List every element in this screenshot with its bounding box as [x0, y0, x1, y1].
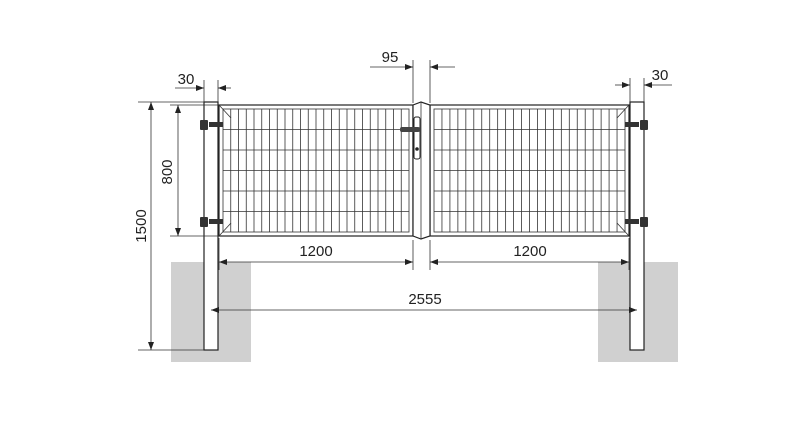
- svg-text:30: 30: [652, 67, 669, 84]
- svg-text:30: 30: [178, 71, 195, 88]
- hinge-icon: [200, 120, 648, 227]
- dimension-center-gap: 95: [370, 49, 455, 103]
- gate-leaf-left: [218, 104, 414, 237]
- dimension-post-width-left: 30: [175, 71, 231, 102]
- dimension-post-width-right: 30: [615, 67, 672, 102]
- dimension-total-height: 1500: [133, 101, 204, 351]
- svg-text:95: 95: [382, 49, 399, 66]
- svg-text:1500: 1500: [133, 209, 150, 242]
- dimension-total-width: 2555: [211, 291, 637, 313]
- dimension-leaf-width-right: 1200: [429, 238, 630, 270]
- handle-icon: [400, 116, 421, 160]
- dimension-leaf-width-left: 1200: [218, 238, 414, 270]
- dimension-gate-height: 800: [159, 104, 219, 237]
- svg-text:800: 800: [159, 159, 176, 184]
- gate-leaf-right: [429, 104, 630, 237]
- svg-text:1200: 1200: [513, 243, 546, 260]
- svg-text:1200: 1200: [299, 243, 332, 260]
- svg-text:2555: 2555: [408, 291, 441, 308]
